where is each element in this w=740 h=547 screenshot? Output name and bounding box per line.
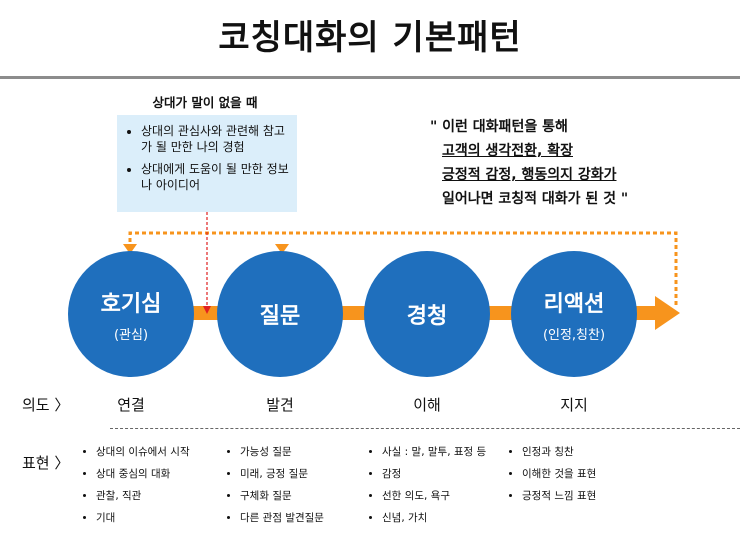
list-item: 이해한 것을 표현 (522, 463, 596, 485)
step-sublabel: (관심) (113, 327, 149, 343)
expression-list: 인정과 칭찬 이해한 것을 표현 긍정적 느낌 표현 (508, 441, 596, 507)
step-question: 질문 (217, 251, 343, 377)
expression-list: 가능성 질문 미래, 긍정 질문 구체화 질문 다른 관점 발견질문 (226, 441, 324, 529)
list-item: 인정과 칭찬 (522, 441, 596, 463)
intent-value: 발견 (266, 396, 294, 414)
expression-list: 상대의 이슈에서 시작 상대 중심의 대화 관찰, 직관 기대 (82, 441, 190, 529)
step-curiosity: 호기심 (관심) (68, 251, 194, 377)
quote-text: " 이런 대화패턴을 통해 고객의 생각전환, 확장 긍정적 감정, 행동의지 … (430, 115, 690, 211)
expression-row-label: 표현 〉 (22, 454, 70, 472)
list-item: 기대 (96, 507, 190, 529)
intent-row-label: 의도 〉 (22, 396, 70, 414)
section-divider (110, 428, 740, 429)
intent-value: 연결 (117, 396, 145, 414)
list-item: 감정 (382, 463, 486, 485)
list-item: 다른 관점 발견질문 (240, 507, 324, 529)
list-item: 선한 의도, 욕구 (382, 485, 486, 507)
intent-value: 지지 (560, 396, 588, 414)
list-item: 관찰, 직관 (96, 485, 190, 507)
flow-arrowhead (655, 296, 680, 330)
feedback-arrow-2 (275, 244, 289, 254)
intent-value: 이해 (413, 396, 441, 414)
list-item: 미래, 긍정 질문 (240, 463, 324, 485)
page-title: 코칭대화의 기본패턴 (218, 18, 522, 58)
quote-line: 고객의 생각전환, 확장 (442, 143, 573, 159)
step-sublabel: (인정,칭찬) (542, 327, 606, 343)
step-label: 경청 (406, 304, 448, 329)
note-box: 상대의 관심사와 관련해 참고가 될 만한 나의 경험 상대에게 도움이 될 만… (117, 115, 297, 212)
step-label: 질문 (259, 304, 301, 329)
step-label: 리액션 (543, 291, 605, 317)
expression-list: 사실 : 말, 말투, 표정 등 감정 선한 의도, 욕구 신념, 가치 (368, 441, 486, 529)
list-item: 사실 : 말, 말투, 표정 등 (382, 441, 486, 463)
quote-line: 일어나면 코칭적 대화가 된 것 " (442, 191, 629, 207)
list-item: 가능성 질문 (240, 441, 324, 463)
list-item: 상대 중심의 대화 (96, 463, 190, 485)
list-item: 신념, 가치 (382, 507, 486, 529)
note-heading: 상대가 말이 없을 때 (152, 95, 258, 110)
note-item: 상대의 관심사와 관련해 참고가 될 만한 나의 경험 (141, 123, 291, 155)
step-listening: 경청 (364, 251, 490, 377)
quote-line: 긍정적 감정, 행동의지 강화가 (442, 167, 617, 183)
list-item: 구체화 질문 (240, 485, 324, 507)
note-link-arrow (203, 306, 211, 314)
feedback-loop (128, 231, 678, 305)
title-divider (0, 76, 740, 79)
note-item: 상대에게 도움이 될 만한 정보나 아이디어 (141, 161, 291, 193)
step-reaction: 리액션 (인정,칭찬) (511, 251, 637, 377)
list-item: 긍정적 느낌 표현 (522, 485, 596, 507)
feedback-arrow-1 (123, 244, 137, 254)
quote-line: " 이런 대화패턴을 통해 (430, 119, 568, 135)
step-label: 호기심 (100, 291, 162, 317)
list-item: 상대의 이슈에서 시작 (96, 441, 190, 463)
